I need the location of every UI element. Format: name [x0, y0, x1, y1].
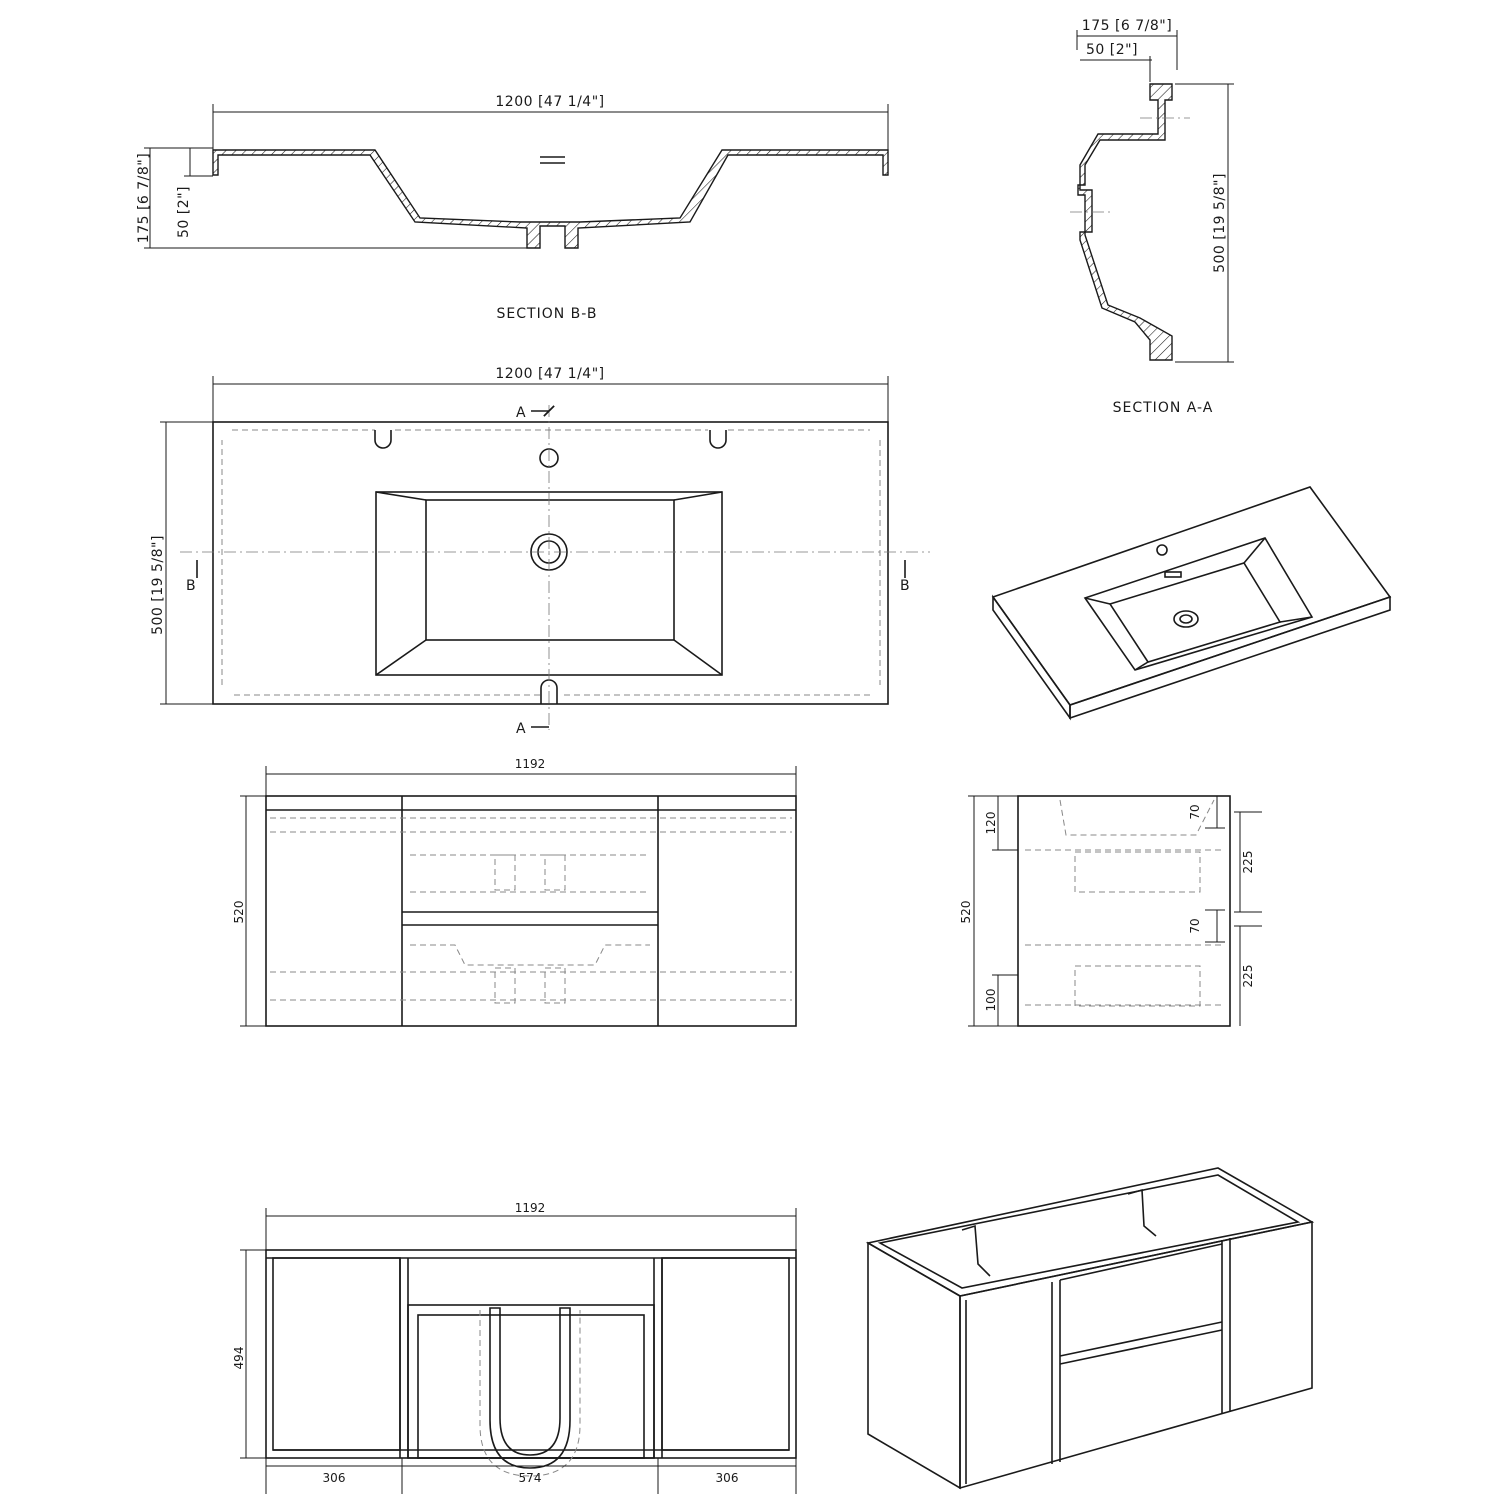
overflow-notch — [709, 430, 727, 449]
cabinet-body — [265, 795, 797, 1027]
rear-height-label: 494 — [232, 1347, 246, 1370]
rear-cabinet-body — [265, 1249, 797, 1459]
cabinet-front-view: 1192 520 — [232, 757, 797, 1027]
cut-b-left-label: B — [186, 578, 196, 594]
basin-outline — [212, 421, 889, 705]
front-width-label: 1192 — [515, 757, 546, 771]
side-dim-120: 120 — [984, 812, 998, 835]
bowl-floor — [1108, 562, 1282, 663]
section-bb-rim-label: 50 [2"] — [176, 186, 192, 238]
overflow-slot — [1164, 571, 1182, 578]
side-dim-70-mid: 70 — [1188, 918, 1202, 933]
bowl-inner — [425, 499, 675, 641]
basin-top-surface — [991, 486, 1392, 706]
section-aa-depth-label: 500 [19 5/8"] — [1212, 173, 1228, 273]
cabinet-front-face — [959, 1221, 1313, 1490]
cabinet-isometric-view — [865, 1167, 1315, 1490]
section-bb-title: SECTION B-B — [497, 306, 598, 322]
rear-left-bay — [272, 1257, 401, 1451]
drawer-slide-hardware — [494, 854, 566, 1004]
rear-width-label: 1192 — [515, 1201, 546, 1215]
basin-isometric-view — [991, 486, 1392, 721]
section-aa-title: SECTION A-A — [1113, 400, 1214, 416]
drain — [1173, 610, 1199, 628]
rear-left-dim: 306 — [323, 1471, 346, 1485]
side-dim-100: 100 — [984, 989, 998, 1012]
side-dim-70-top: 70 — [1188, 804, 1202, 819]
basin-section-profile — [212, 149, 889, 249]
faucet-hole — [1156, 544, 1168, 556]
cabinet-partition — [1127, 1188, 1157, 1237]
side-panel — [1017, 795, 1231, 1027]
rear-right-dim: 306 — [716, 1471, 739, 1485]
side-height-label: 520 — [959, 901, 973, 924]
section-bb-height-label: 175 [6 7/8"] — [136, 153, 152, 243]
drain-trap-pipe — [489, 1307, 571, 1469]
top-view-depth-label: 500 [19 5/8"] — [150, 535, 166, 635]
top-view-width-label: 1200 [47 1/4"] — [495, 366, 604, 382]
section-aa-top-label: 175 [6 7/8"] — [1082, 18, 1172, 34]
section-aa-view: 175 [6 7/8"] 50 [2"] 500 [19 5/8"] SECTI… — [1070, 18, 1234, 416]
overflow-notch — [374, 430, 392, 449]
section-aa-profile — [1077, 83, 1173, 361]
front-height-label: 520 — [232, 901, 246, 924]
rear-center-cutout — [407, 1304, 655, 1459]
cabinet-partition — [961, 1224, 991, 1277]
side-dim-225-bottom: 225 — [1241, 965, 1255, 988]
side-dim-225-top: 225 — [1241, 851, 1255, 874]
cut-a-bottom-label: A — [516, 721, 526, 737]
rear-right-bay — [661, 1257, 790, 1451]
section-bb-view: 1200 [47 1/4"] 175 [6 7/8"] 50 [2"] SECT… — [136, 94, 889, 322]
cut-a-top-label: A — [516, 405, 526, 421]
basin-top-view: 1200 [47 1/4"] A A B B 500 [19 5/8"] — [150, 366, 930, 737]
cabinet-rear-view: 1192 494 306 574 306 — [232, 1201, 797, 1494]
cabinet-side-view: 520 120 100 70 70 225 225 — [959, 795, 1262, 1027]
bowl-rim — [1083, 537, 1314, 671]
cut-b-right-label: B — [900, 578, 910, 594]
section-bb-width-label: 1200 [47 1/4"] — [495, 94, 604, 110]
section-aa-rim-label: 50 [2"] — [1086, 42, 1138, 58]
rear-center-dim: 574 — [519, 1471, 542, 1485]
